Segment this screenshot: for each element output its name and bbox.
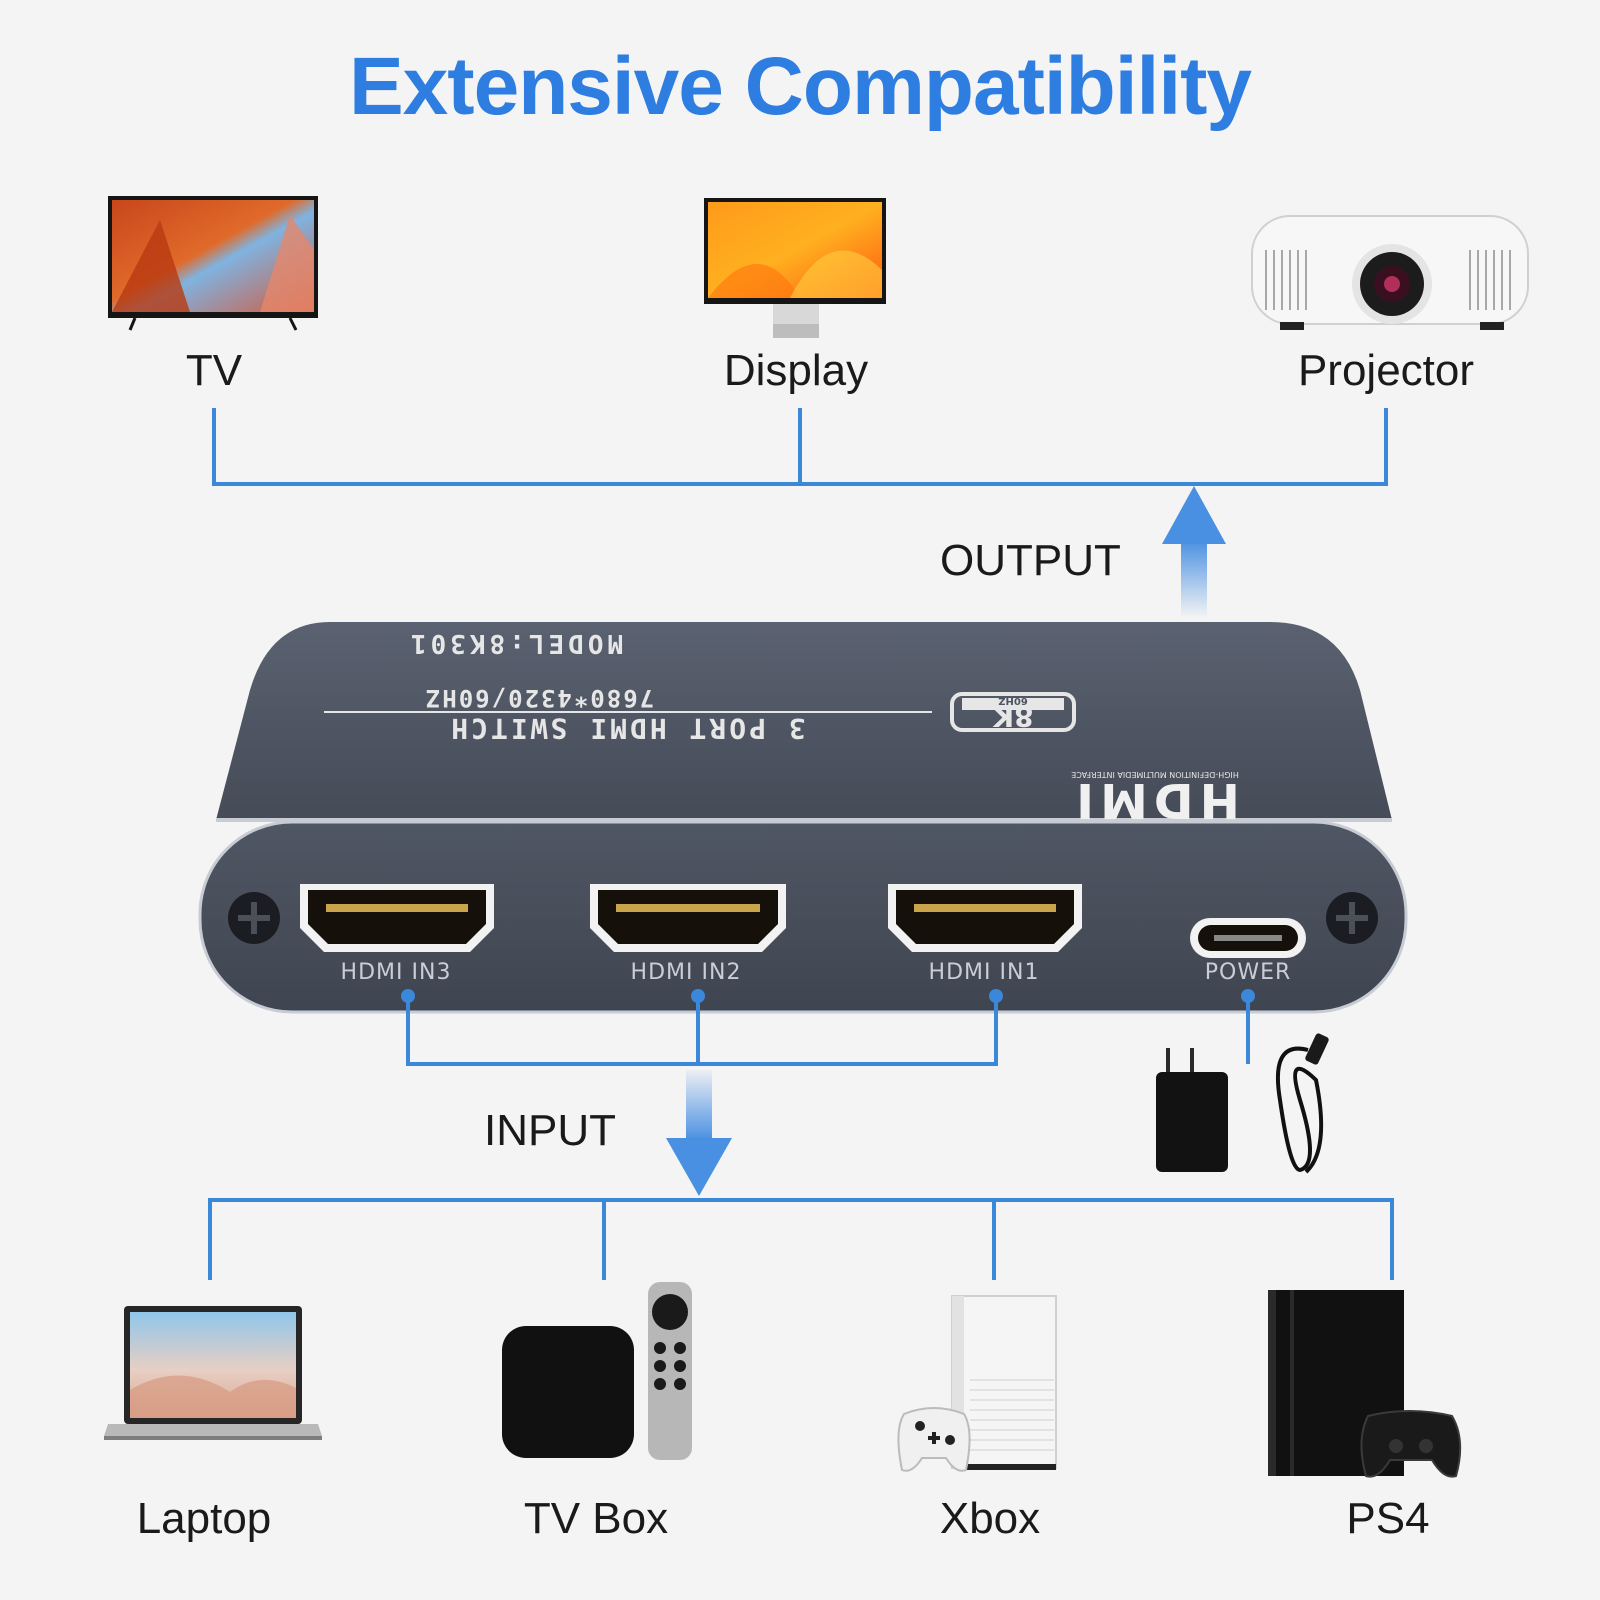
tv-icon: [108, 196, 318, 331]
input-label-laptop: Laptop: [136, 1494, 272, 1543]
page-title: Extensive Compatibility: [348, 41, 1252, 132]
apple-tv-icon: [502, 1282, 692, 1460]
hdmi-logo: HDMI: [1070, 772, 1240, 828]
input-label: INPUT: [484, 1106, 616, 1155]
device-badge-small: 60HZ: [998, 695, 1028, 706]
power-adapter-icon: [1156, 1048, 1228, 1172]
output-label-tv: TV: [185, 346, 243, 395]
hdmi-switch-device: [198, 622, 1408, 1014]
device-model-text: MODEL:8K301: [406, 628, 624, 658]
ps4-icon: [1268, 1290, 1462, 1478]
screw-icon: [1326, 892, 1378, 944]
monitor-icon: [704, 198, 886, 338]
output-label-projector: Projector: [1297, 346, 1475, 395]
hdmi-port-1-icon: [888, 884, 1082, 952]
output-label: OUTPUT: [940, 536, 1121, 585]
hdmi-logo-subtitle: HIGH-DEFINITION MULTIMEDIA INTERFACE: [1071, 770, 1239, 779]
usb-c-port-icon: [1190, 918, 1306, 958]
hdmi-port-2-icon: [590, 884, 786, 952]
xbox-controller-icon: [897, 1407, 971, 1472]
input-connector-lines: [208, 996, 1394, 1280]
input-label-xbox: Xbox: [939, 1494, 1041, 1543]
input-label-ps4: PS4: [1346, 1494, 1430, 1543]
input-arrow-icon: [666, 1070, 732, 1196]
output-arrow-icon: [1162, 486, 1226, 618]
remote-icon: [648, 1282, 692, 1460]
port-label-power: POWER: [1204, 960, 1292, 985]
projector-icon: [1251, 215, 1529, 330]
xbox-icon: [897, 1295, 1057, 1472]
usb-cable-icon: [1275, 1033, 1329, 1174]
screw-icon: [228, 892, 280, 944]
device-product-text: 3 PORT HDMI SWITCH: [448, 712, 806, 745]
port-indicator-dots: [401, 989, 1255, 1003]
8k-badge: [950, 692, 1076, 732]
input-label-tvbox: TV Box: [523, 1494, 669, 1543]
output-label-display: Display: [723, 346, 869, 395]
hdmi-port-3-icon: [300, 884, 494, 952]
output-connector-lines: [212, 408, 1388, 486]
ps4-controller-icon: [1360, 1410, 1462, 1478]
port-label-in2: HDMI IN2: [630, 960, 742, 985]
device-resolution-text: 7680*4320/60HZ: [423, 684, 655, 712]
port-label-in1: HDMI IN1: [928, 960, 1040, 985]
laptop-icon: [104, 1306, 322, 1440]
port-label-in3: HDMI IN3: [340, 960, 452, 985]
